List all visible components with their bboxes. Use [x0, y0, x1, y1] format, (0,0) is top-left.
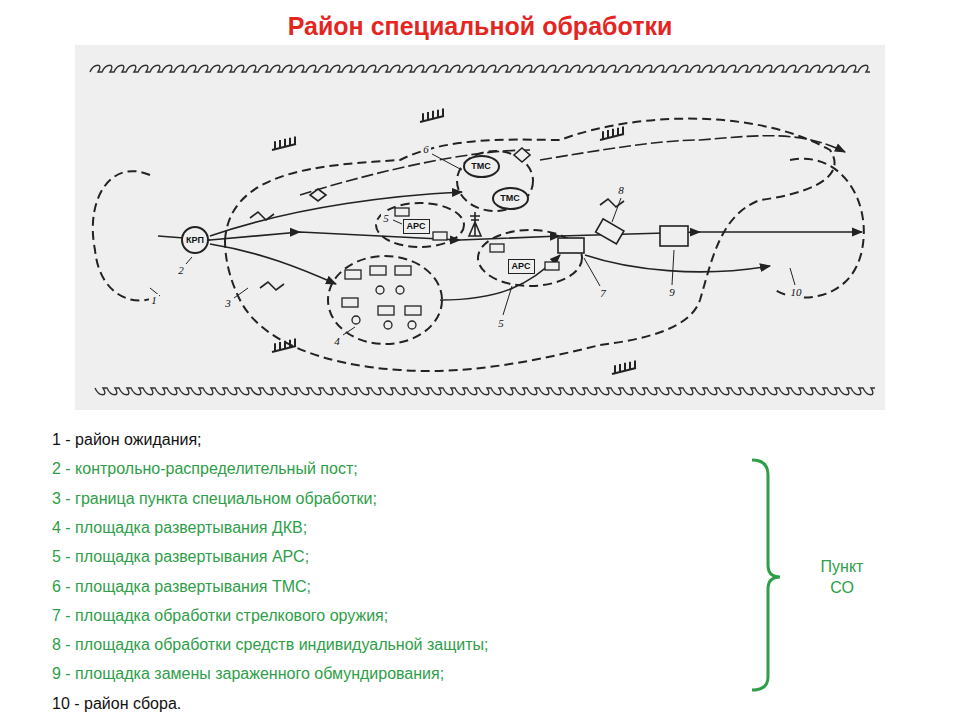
- route: [585, 255, 770, 272]
- legend-item-text: 8 - площадка обработки средств индивидуа…: [52, 635, 489, 655]
- callout-number: 5: [496, 317, 506, 329]
- vehicle-box: [433, 232, 447, 240]
- node-text: ТМС: [500, 194, 520, 203]
- page-title: Район специальной обработки: [0, 12, 960, 41]
- callout-number: 7: [598, 287, 608, 299]
- forest-mark: [612, 360, 636, 374]
- callout-number: 2: [176, 264, 186, 276]
- station-ellipse: ТМС: [463, 155, 500, 178]
- route: [300, 150, 530, 195]
- vehicle-box: АРС: [403, 219, 430, 234]
- node-text: ТМС: [471, 162, 491, 171]
- vehicle-box: [345, 270, 361, 279]
- sign-diamond: [310, 189, 326, 201]
- route: [210, 244, 336, 284]
- leader-line: [343, 327, 355, 335]
- legend-item-text: 7 - площадка обработки стрелкового оружи…: [52, 606, 388, 626]
- legend-item-text: 9 - площадка замены зараженного обмундир…: [52, 664, 444, 684]
- callout-number: 4: [332, 335, 342, 347]
- callout-number: 3: [223, 297, 233, 309]
- tank-circle: [408, 321, 416, 329]
- tank-circle: [384, 321, 392, 329]
- forest-mark: [272, 338, 296, 352]
- leader-line: [234, 288, 248, 298]
- site-box: [558, 238, 584, 253]
- dkv-area: [328, 256, 442, 344]
- vehicle-box: [395, 266, 411, 275]
- site-box: [660, 226, 688, 246]
- callout-number: 6: [421, 143, 431, 155]
- sign-mark: [260, 282, 284, 290]
- legend-item-text: 1 - район ожидания;: [52, 430, 202, 450]
- leader-line: [432, 154, 462, 170]
- leader-line: [186, 257, 192, 264]
- route: [158, 232, 862, 240]
- forest-mark: [272, 136, 296, 150]
- node-text: КРП: [186, 236, 204, 245]
- legend-item-text: 10 - район сбора.: [52, 694, 181, 714]
- antenna-symbol: [469, 212, 481, 236]
- group-label: Пункт СО: [807, 556, 877, 598]
- node-text: АРС: [512, 262, 531, 271]
- tank-circle: [376, 286, 384, 294]
- vehicle-box: [378, 306, 394, 315]
- leader-line: [503, 286, 512, 315]
- leader-line: [790, 268, 795, 285]
- station-ellipse: ТМС: [492, 187, 529, 210]
- forest-mark: [420, 108, 444, 122]
- vehicle-box: [395, 208, 409, 216]
- callout-number: 10: [789, 286, 804, 298]
- forest-mark: [600, 126, 624, 140]
- route: [210, 192, 462, 236]
- leader-line: [584, 258, 600, 286]
- sign-mark: [250, 212, 274, 220]
- node-text: АРС: [407, 222, 426, 231]
- post-circle: КРП: [181, 226, 209, 254]
- legend-item-text: 4 - площадка развертывания ДКВ;: [52, 518, 307, 538]
- boundary-line: [95, 388, 875, 395]
- tank-circle: [396, 286, 404, 294]
- legend-item-text: 2 - контрольно-распределительный пост;: [52, 459, 358, 479]
- vehicle-box: [545, 262, 559, 270]
- callout-number: 8: [616, 184, 626, 196]
- tank-circle: [352, 316, 360, 324]
- ars-area: [376, 203, 464, 247]
- leader-line: [672, 250, 674, 285]
- legend-item-text: 6 - площадка развертывания ТМС;: [52, 577, 311, 597]
- vehicle-box: АРС: [508, 259, 535, 274]
- vehicle-box: [370, 266, 386, 275]
- legend-item-text: 3 - граница пункта специальном обработки…: [52, 489, 377, 509]
- waiting-area-outline: [93, 171, 158, 300]
- vehicle-box: [490, 244, 504, 252]
- callout-number: 5: [381, 212, 391, 224]
- map-ground: [75, 45, 885, 410]
- point-boundary: [225, 119, 835, 371]
- legend-item-text: 5 - площадка развертывания АРС;: [52, 547, 309, 567]
- assembly-area-outline: [775, 159, 864, 298]
- vehicle-box: [342, 298, 358, 307]
- group-bracket: [752, 460, 780, 690]
- leader-line: [393, 220, 402, 224]
- boundary-line: [90, 65, 870, 72]
- callout-number: 1: [149, 294, 159, 306]
- site-box: [596, 219, 624, 244]
- leader-line: [612, 198, 621, 222]
- vehicle-box: [405, 306, 421, 315]
- sign-diamond: [514, 148, 530, 162]
- route: [540, 136, 845, 160]
- route: [440, 255, 560, 300]
- callout-number: 9: [667, 286, 677, 298]
